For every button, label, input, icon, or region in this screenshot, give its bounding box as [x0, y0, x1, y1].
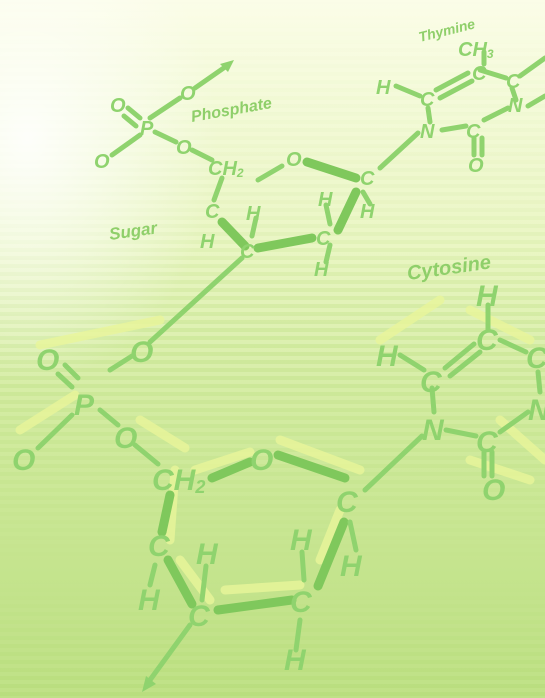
atom-h: H: [376, 77, 391, 99]
atom-c: C: [526, 342, 545, 375]
atom-h: H: [290, 524, 313, 557]
atom-o: O: [130, 336, 153, 369]
atom-c: C: [148, 530, 171, 563]
atom-h: H: [138, 584, 161, 617]
atom-h: H: [360, 201, 375, 223]
atom-c: C: [205, 201, 220, 223]
atom-o: O: [114, 422, 137, 455]
atom-c: C: [476, 426, 499, 459]
arrow-head-icon: [142, 676, 156, 692]
atom-c: C: [316, 228, 331, 250]
atom-h: H: [284, 644, 307, 677]
atom-c: C: [188, 600, 211, 633]
lower-nucleotide-bonds: [15, 295, 545, 692]
atom-o: O: [110, 95, 126, 117]
atom-c: C: [420, 366, 443, 399]
atom-n: N: [528, 394, 545, 427]
atom-c: C: [290, 586, 313, 619]
atom-c: C: [472, 63, 487, 85]
atom-c: C: [360, 168, 375, 190]
atom-c: C: [240, 241, 255, 263]
atom-c: C: [420, 89, 435, 111]
atom-h: H: [196, 538, 219, 571]
atom-ch3: CH3: [458, 39, 494, 61]
atom-h: H: [200, 231, 215, 253]
lower-atoms: O O P O O CH2 O C C H H C H C H H N H C …: [12, 280, 545, 677]
atom-o: O: [94, 151, 110, 173]
atom-h: H: [476, 280, 499, 313]
atom-n: N: [422, 414, 445, 447]
atom-p: P: [74, 389, 95, 422]
atom-o: O: [286, 149, 302, 171]
atom-o: O: [468, 155, 484, 177]
arrow-head-icon: [220, 60, 234, 72]
atom-n: N: [508, 95, 523, 117]
atom-c: C: [476, 324, 499, 357]
atom-h: H: [246, 203, 261, 225]
atom-o: O: [36, 344, 59, 377]
atom-o: O: [482, 474, 505, 507]
atom-o: O: [180, 83, 196, 105]
atom-o: O: [176, 137, 192, 159]
atom-c: C: [336, 486, 359, 519]
atom-c: C: [506, 71, 521, 93]
upper-atoms: O O P O O CH2 O C C H H C H C H H N H C …: [94, 39, 523, 281]
atom-ch2: CH2: [152, 464, 205, 497]
atom-h: H: [340, 550, 363, 583]
atom-h: H: [376, 340, 399, 373]
atom-ch2: CH2: [208, 158, 244, 180]
atom-h: H: [318, 189, 333, 211]
atom-o: O: [250, 444, 273, 477]
atom-n: N: [420, 121, 435, 143]
atom-o: O: [12, 444, 35, 477]
atom-h: H: [314, 259, 329, 281]
atom-p: P: [140, 118, 154, 140]
upper-nucleotide-bonds: [109, 49, 545, 345]
atom-c: C: [466, 121, 481, 143]
